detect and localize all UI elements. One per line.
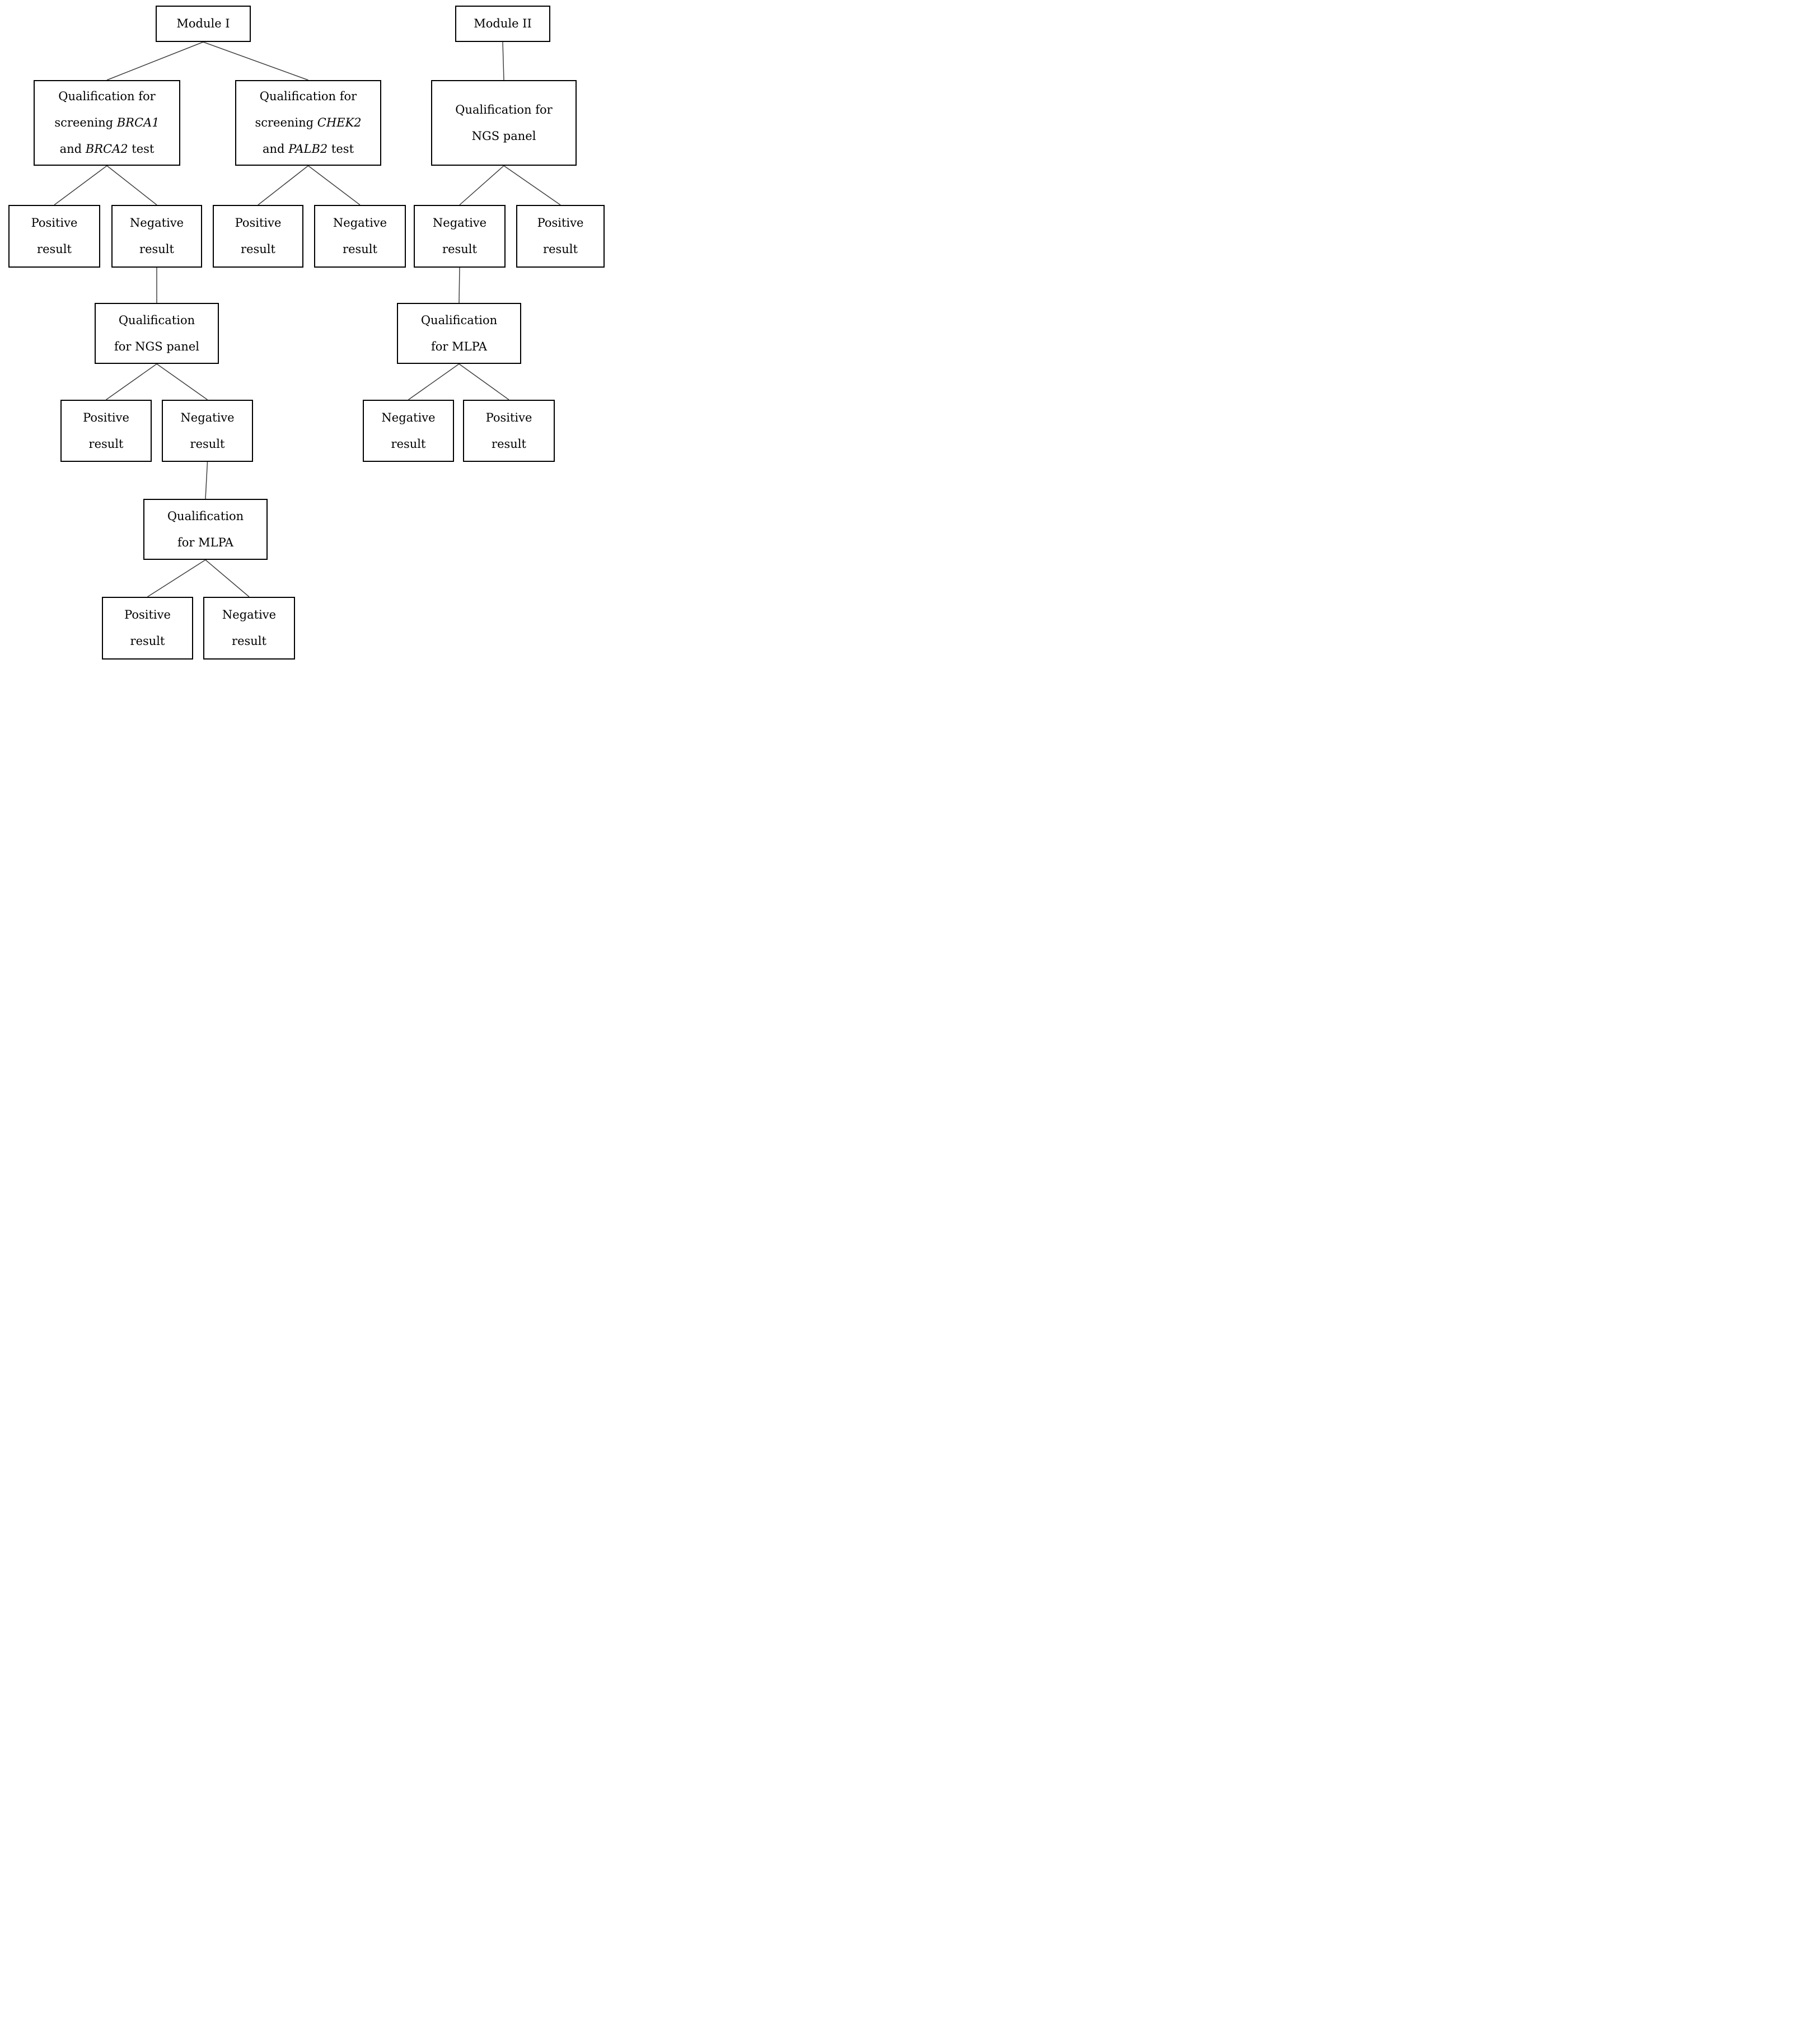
connector-line <box>106 363 157 400</box>
node-label: result <box>190 437 225 451</box>
node-label: result <box>543 242 578 256</box>
node-label: Positive <box>537 216 584 230</box>
node-label: Negative <box>129 216 184 230</box>
node-label: Module II <box>474 17 532 30</box>
node-label: Qualification <box>118 313 195 327</box>
connector-line <box>502 41 504 81</box>
node-label: for MLPA <box>177 535 233 549</box>
connector-line <box>205 559 250 597</box>
node-negative-result-mlpa-module-1: Negative result <box>203 597 295 660</box>
node-label: Negative <box>333 216 387 230</box>
node-qualification-mlpa-module-1: Qualification for MLPA <box>143 499 268 560</box>
node-label: Qualification for <box>259 90 357 103</box>
node-qualification-ngs-panel-module-1: Qualification for NGS panel <box>95 303 219 364</box>
node-label: NGS panel <box>471 129 536 143</box>
node-positive-result-ngs-module-2: Positive result <box>516 205 605 268</box>
node-label: result <box>391 437 426 451</box>
connector-line <box>147 559 206 597</box>
node-qualification-screening-brca1-brca2-test: Qualification for screening BRCA1 and BRCA… <box>34 80 180 166</box>
node-label: Qualification <box>167 509 244 523</box>
node-label: Positive <box>83 410 129 424</box>
node-negative-result-brca: Negative result <box>111 205 202 268</box>
node-positive-result-mlpa-module-1: Positive result <box>102 597 193 660</box>
node-module-2: Module II <box>455 6 550 42</box>
connector-line <box>258 165 308 205</box>
node-negative-result-ngs-module-2: Negative result <box>414 205 506 268</box>
node-label: result <box>442 242 477 256</box>
node-label: for MLPA <box>431 339 487 353</box>
node-label: Positive <box>124 608 171 621</box>
connector-line <box>503 165 561 205</box>
node-label: result <box>139 242 174 256</box>
node-label: result <box>232 634 266 648</box>
node-label: result <box>37 242 72 256</box>
connector-line <box>458 363 509 400</box>
flowchart-canvas: Module I Module II Qualification for scre… <box>0 0 607 675</box>
node-label: Module I <box>176 17 230 30</box>
node-label: result <box>241 242 275 256</box>
node-negative-result-ngs-module-1: Negative result <box>162 400 253 462</box>
node-label: result <box>130 634 165 648</box>
connector-line <box>459 165 504 205</box>
connector-line <box>408 363 460 400</box>
node-module-1: Module I <box>156 6 251 42</box>
node-label: result <box>343 242 377 256</box>
node-negative-result-mlpa-module-2: Negative result <box>363 400 454 462</box>
connector-line <box>106 165 157 205</box>
node-label: Positive <box>235 216 282 230</box>
connector-line <box>106 41 204 81</box>
node-label: Negative <box>180 410 235 424</box>
node-positive-result-mlpa-module-2: Positive result <box>463 400 555 462</box>
node-label: result <box>88 437 124 451</box>
node-label: Negative <box>432 216 487 230</box>
node-label: and PALB2 test <box>262 142 354 156</box>
node-positive-result-chek2: Positive result <box>213 205 303 268</box>
node-label: Negative <box>381 410 436 424</box>
node-label: for NGS panel <box>114 339 199 353</box>
node-qualification-screening-chek2-palb2-test: Qualification for screening CHEK2 and PALB… <box>235 80 381 166</box>
connector-line <box>156 363 208 400</box>
node-label: Qualification <box>420 313 498 327</box>
node-negative-result-chek2: Negative result <box>314 205 406 268</box>
connector-line <box>308 165 361 205</box>
node-label: and BRCA2 test <box>59 142 155 156</box>
node-label: Qualification for <box>455 102 553 116</box>
connector-line <box>458 267 460 303</box>
node-label: Negative <box>222 608 277 621</box>
node-label: result <box>492 437 526 451</box>
connector-line <box>54 165 107 205</box>
node-label: Positive <box>485 410 532 424</box>
node-positive-result-brca: Positive result <box>8 205 100 268</box>
node-label: screening BRCA1 <box>54 116 160 129</box>
node-qualification-mlpa-module-2: Qualification for MLPA <box>397 303 521 364</box>
node-label: screening CHEK2 <box>255 116 362 129</box>
node-label: Positive <box>31 216 78 230</box>
connector-line <box>203 41 308 81</box>
node-label: Qualification for <box>58 90 156 103</box>
node-positive-result-ngs-module-1: Positive result <box>60 400 152 462</box>
connector-line <box>205 461 208 499</box>
